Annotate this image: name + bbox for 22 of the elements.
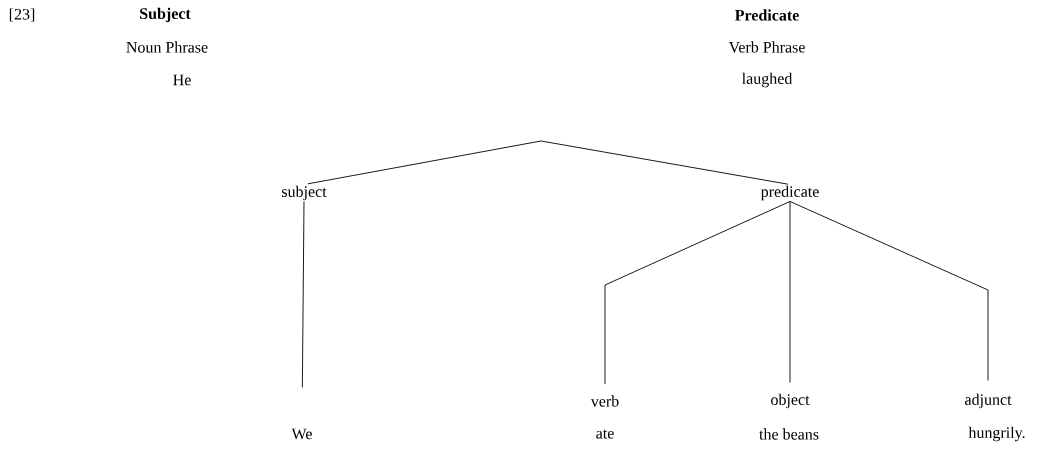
tree-label: We: [291, 428, 312, 440]
text-label: Noun Phrase: [126, 41, 208, 53]
tree-label: object: [771, 393, 810, 409]
tree-branch: [301, 201, 305, 388]
text-label: Predicate: [735, 9, 799, 21]
tree-label: verb: [590, 395, 619, 407]
text-label: He: [173, 74, 191, 86]
tree-branch: [540, 140, 789, 185]
text-label: ate: [596, 429, 614, 439]
tree-label: subject: [282, 185, 327, 201]
tree-branch: [307, 140, 542, 185]
tree-branch: [604, 201, 791, 385]
text-label: Subject: [140, 7, 191, 23]
example-number: [23]: [9, 8, 35, 22]
text-label: the beans: [759, 428, 819, 440]
tree-label: predicate: [760, 185, 819, 201]
text-label: Verb Phrase: [728, 41, 805, 53]
tree-label: adjunct: [965, 393, 1012, 409]
tree-branch: [789, 201, 989, 381]
tree-branch: [789, 201, 791, 383]
text-label: laughed: [742, 72, 793, 88]
text-label: hungrily.: [968, 426, 1025, 442]
